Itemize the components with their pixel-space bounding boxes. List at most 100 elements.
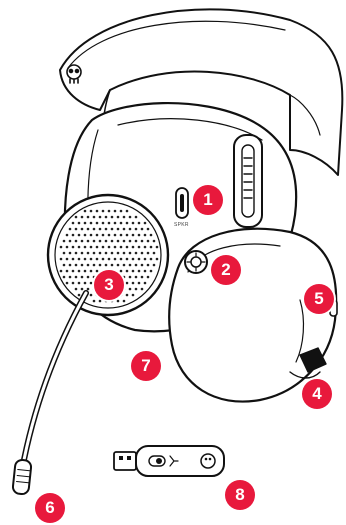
grille-hole bbox=[87, 228, 90, 231]
grille-hole bbox=[87, 252, 90, 255]
grille-hole bbox=[153, 240, 156, 243]
grille-hole bbox=[84, 246, 87, 249]
mic-mute-button bbox=[176, 188, 188, 218]
grille-hole bbox=[135, 288, 138, 291]
grille-hole bbox=[111, 216, 114, 219]
grille-hole bbox=[81, 288, 84, 291]
grille-hole bbox=[87, 216, 90, 219]
grille-hole bbox=[114, 234, 117, 237]
grille-hole bbox=[108, 222, 111, 225]
grille-hole bbox=[114, 210, 117, 213]
grille-hole bbox=[132, 270, 135, 273]
grille-hole bbox=[96, 234, 99, 237]
grille-hole bbox=[87, 288, 90, 291]
grille-hole bbox=[123, 228, 126, 231]
grille-hole bbox=[120, 234, 123, 237]
grille-hole bbox=[90, 234, 93, 237]
grille-hole bbox=[126, 294, 129, 297]
grille-hole bbox=[69, 264, 72, 267]
grille-hole bbox=[96, 258, 99, 261]
callout-5: 5 bbox=[304, 284, 334, 314]
grille-hole bbox=[96, 222, 99, 225]
grille-hole bbox=[111, 252, 114, 255]
grille-hole bbox=[129, 228, 132, 231]
grille-hole bbox=[123, 300, 126, 303]
callout-7: 7 bbox=[131, 351, 161, 381]
grille-hole bbox=[93, 252, 96, 255]
grille-hole bbox=[126, 282, 129, 285]
grille-hole bbox=[108, 258, 111, 261]
grille-hole bbox=[90, 222, 93, 225]
grille-hole bbox=[114, 246, 117, 249]
grille-hole bbox=[123, 216, 126, 219]
grille-hole bbox=[81, 252, 84, 255]
grille-hole bbox=[93, 300, 96, 303]
callout-4: 4 bbox=[302, 379, 332, 409]
grille-hole bbox=[141, 276, 144, 279]
grille-hole bbox=[78, 222, 81, 225]
grille-hole bbox=[99, 252, 102, 255]
grille-hole bbox=[75, 288, 78, 291]
grille-hole bbox=[150, 258, 153, 261]
grille-hole bbox=[144, 282, 147, 285]
grille-hole bbox=[72, 270, 75, 273]
grille-hole bbox=[90, 282, 93, 285]
grille-hole bbox=[102, 210, 105, 213]
grille-hole bbox=[144, 258, 147, 261]
grille-hole bbox=[141, 228, 144, 231]
grille-hole bbox=[141, 252, 144, 255]
grille-hole bbox=[141, 240, 144, 243]
grille-hole bbox=[153, 252, 156, 255]
grille-hole bbox=[75, 216, 78, 219]
grille-hole bbox=[138, 246, 141, 249]
grille-hole bbox=[102, 246, 105, 249]
grille-hole bbox=[156, 246, 159, 249]
grille-hole bbox=[66, 246, 69, 249]
grille-hole bbox=[78, 258, 81, 261]
grille-hole bbox=[135, 276, 138, 279]
grille-hole bbox=[81, 228, 84, 231]
grille-hole bbox=[120, 270, 123, 273]
grille-hole bbox=[132, 258, 135, 261]
grille-hole bbox=[135, 228, 138, 231]
grille-hole bbox=[147, 264, 150, 267]
grille-hole bbox=[72, 258, 75, 261]
grille-hole bbox=[123, 252, 126, 255]
grille-hole bbox=[132, 294, 135, 297]
joystick-button bbox=[185, 251, 207, 273]
grille-hole bbox=[150, 234, 153, 237]
grille-hole bbox=[87, 240, 90, 243]
grille-hole bbox=[102, 234, 105, 237]
grille-hole bbox=[99, 228, 102, 231]
grille-hole bbox=[141, 288, 144, 291]
grille-hole bbox=[144, 222, 147, 225]
grille-hole bbox=[93, 240, 96, 243]
usb-dongle-icon bbox=[114, 446, 224, 476]
grille-hole bbox=[132, 246, 135, 249]
grille-hole bbox=[135, 216, 138, 219]
callout-3: 3 bbox=[94, 270, 124, 300]
grille-hole bbox=[99, 240, 102, 243]
grille-hole bbox=[132, 222, 135, 225]
grille-hole bbox=[75, 228, 78, 231]
grille-hole bbox=[111, 300, 114, 303]
grille-hole bbox=[90, 258, 93, 261]
grille-hole bbox=[69, 276, 72, 279]
grille-hole bbox=[138, 258, 141, 261]
grille-hole bbox=[129, 252, 132, 255]
grille-hole bbox=[96, 246, 99, 249]
grille-hole bbox=[78, 270, 81, 273]
grille-hole bbox=[147, 276, 150, 279]
grille-hole bbox=[126, 246, 129, 249]
grille-hole bbox=[66, 234, 69, 237]
grille-hole bbox=[60, 258, 63, 261]
grille-hole bbox=[102, 258, 105, 261]
grille-hole bbox=[108, 210, 111, 213]
grille-hole bbox=[96, 210, 99, 213]
grille-hole bbox=[156, 258, 159, 261]
grille-hole bbox=[60, 246, 63, 249]
grille-hole bbox=[135, 252, 138, 255]
grille-hole bbox=[105, 216, 108, 219]
grille-hole bbox=[138, 282, 141, 285]
